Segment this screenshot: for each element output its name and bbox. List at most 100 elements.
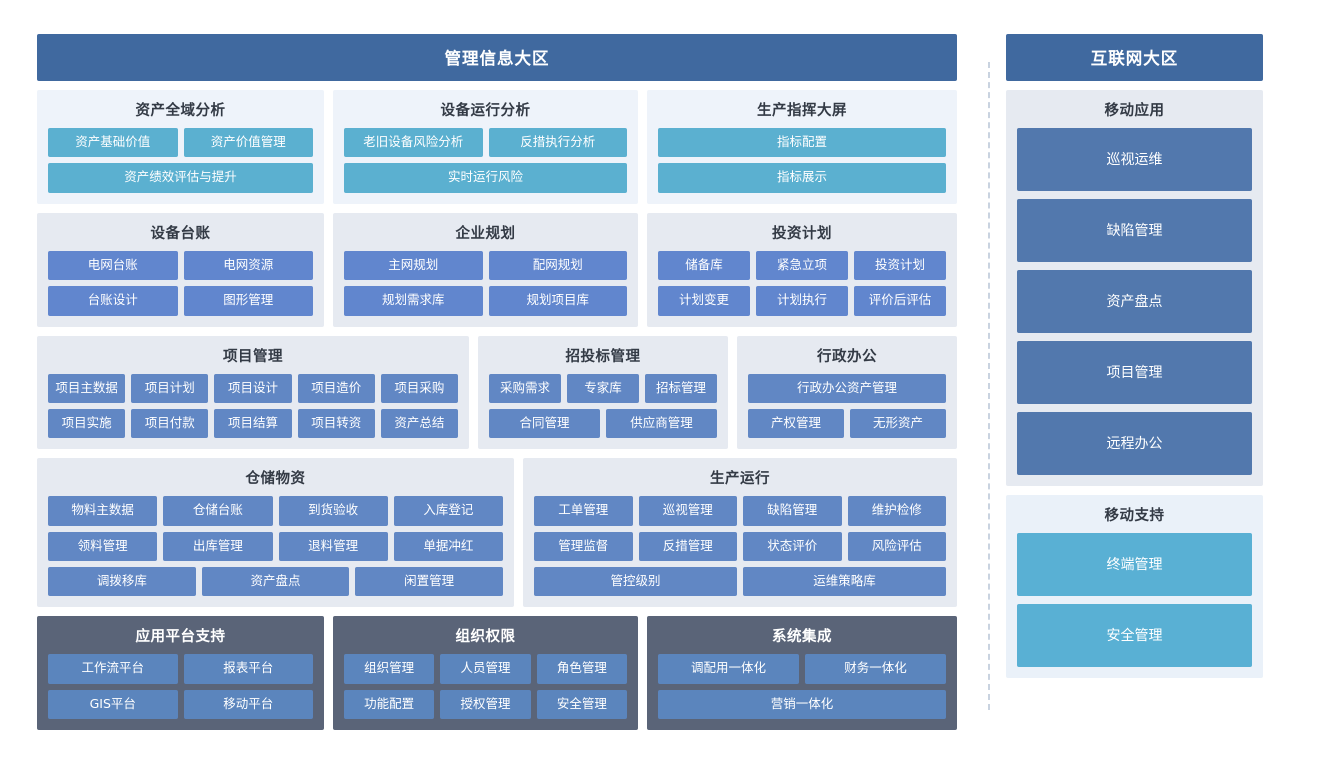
button-人员管理[interactable]: 人员管理 <box>440 654 531 684</box>
button-授权管理[interactable]: 授权管理 <box>440 689 531 720</box>
panel-row-1: 资产全域分析资产基础价值资产价值管理资产绩效评估与提升设备运行分析老旧设备风险分… <box>37 90 957 204</box>
button-项目造价[interactable]: 项目造价 <box>297 373 375 403</box>
management-zone-rows: 资产全域分析资产基础价值资产价值管理资产绩效评估与提升设备运行分析老旧设备风险分… <box>37 90 957 731</box>
button-项目采购[interactable]: 项目采购 <box>380 373 459 403</box>
button-供应商管理[interactable]: 供应商管理 <box>606 408 717 439</box>
button-管控级别[interactable]: 管控级别 <box>534 567 737 597</box>
button-入库登记[interactable]: 入库登记 <box>393 496 503 526</box>
button-台账设计[interactable]: 台账设计 <box>48 286 178 316</box>
button-巡视运维[interactable]: 巡视运维 <box>1017 128 1252 191</box>
button-招标管理[interactable]: 招标管理 <box>645 373 717 403</box>
button-运维策略库[interactable]: 运维策略库 <box>743 567 946 597</box>
button-row-1: 老旧设备风险分析反措执行分析 <box>344 128 627 158</box>
button-项目计划[interactable]: 项目计划 <box>131 373 209 403</box>
button-到货验收[interactable]: 到货验收 <box>278 496 388 526</box>
button-评价后评估[interactable]: 评价后评估 <box>854 286 946 316</box>
button-调配用一体化[interactable]: 调配用一体化 <box>658 654 799 684</box>
button-出库管理[interactable]: 出库管理 <box>163 531 273 561</box>
button-营销一体化[interactable]: 营销一体化 <box>658 689 946 720</box>
button-产权管理[interactable]: 产权管理 <box>748 408 844 439</box>
button-row-1: 组织管理人员管理角色管理 <box>344 654 627 684</box>
button-实时运行风险[interactable]: 实时运行风险 <box>344 163 627 193</box>
button-指标配置[interactable]: 指标配置 <box>658 128 946 158</box>
panel-asset-global-analysis: 资产全域分析资产基础价值资产价值管理资产绩效评估与提升 <box>37 90 324 204</box>
button-row-2: 计划变更计划执行评价后评估 <box>658 286 946 316</box>
button-row-1: 项目主数据项目计划项目设计项目造价项目采购 <box>48 373 459 403</box>
button-计划执行[interactable]: 计划执行 <box>756 286 848 316</box>
button-老旧设备风险分析[interactable]: 老旧设备风险分析 <box>344 128 483 158</box>
button-项目管理[interactable]: 项目管理 <box>1017 341 1252 404</box>
button-资产价值管理[interactable]: 资产价值管理 <box>183 128 313 158</box>
button-角色管理[interactable]: 角色管理 <box>536 654 627 684</box>
button-规划项目库[interactable]: 规划项目库 <box>488 286 627 316</box>
panel-title-organization-permission: 组织权限 <box>455 629 516 646</box>
button-配网规划[interactable]: 配网规划 <box>488 250 627 281</box>
button-电网台账[interactable]: 电网台账 <box>48 250 178 281</box>
button-主网规划[interactable]: 主网规划 <box>344 250 483 281</box>
button-资产盘点[interactable]: 资产盘点 <box>201 567 350 597</box>
button-物料主数据[interactable]: 物料主数据 <box>48 496 158 526</box>
button-指标展示[interactable]: 指标展示 <box>658 163 946 193</box>
button-项目付款[interactable]: 项目付款 <box>131 408 209 439</box>
panel-title-production-command-screen: 生产指挥大屏 <box>757 103 847 119</box>
button-缺陷管理[interactable]: 缺陷管理 <box>1017 199 1252 262</box>
button-资产盘点[interactable]: 资产盘点 <box>1017 270 1252 333</box>
button-风险评估[interactable]: 风险评估 <box>847 531 946 561</box>
button-项目主数据[interactable]: 项目主数据 <box>48 373 126 403</box>
button-报表平台[interactable]: 报表平台 <box>183 654 313 684</box>
button-闲置管理[interactable]: 闲置管理 <box>355 567 504 597</box>
button-反措管理[interactable]: 反措管理 <box>638 531 737 561</box>
button-工单管理[interactable]: 工单管理 <box>534 496 633 526</box>
button-row-1: 资产基础价值资产价值管理 <box>48 128 313 158</box>
button-领料管理[interactable]: 领料管理 <box>48 531 158 561</box>
button-退料管理[interactable]: 退料管理 <box>278 531 388 561</box>
button-规划需求库[interactable]: 规划需求库 <box>344 286 483 316</box>
button-紧急立项[interactable]: 紧急立项 <box>756 250 848 281</box>
button-状态评价[interactable]: 状态评价 <box>743 531 842 561</box>
button-工作流平台[interactable]: 工作流平台 <box>48 654 178 684</box>
button-维护检修[interactable]: 维护检修 <box>847 496 946 526</box>
button-项目结算[interactable]: 项目结算 <box>214 408 292 439</box>
panel-title-project-management: 项目管理 <box>223 348 283 365</box>
button-电网资源[interactable]: 电网资源 <box>183 250 313 281</box>
button-资产总结[interactable]: 资产总结 <box>380 408 459 439</box>
button-储备库[interactable]: 储备库 <box>658 250 750 281</box>
panel-row-3: 项目管理项目主数据项目计划项目设计项目造价项目采购项目实施项目付款项目结算项目转… <box>37 335 957 450</box>
button-资产绩效评估与提升[interactable]: 资产绩效评估与提升 <box>48 163 313 193</box>
button-功能配置[interactable]: 功能配置 <box>344 689 435 720</box>
button-项目转资[interactable]: 项目转资 <box>297 408 375 439</box>
button-管理监督[interactable]: 管理监督 <box>534 531 633 561</box>
button-GIS平台[interactable]: GIS平台 <box>48 689 178 720</box>
button-合同管理[interactable]: 合同管理 <box>489 408 600 439</box>
button-图形管理[interactable]: 图形管理 <box>183 286 313 316</box>
panel-administrative-office: 行政办公行政办公资产管理产权管理无形资产 <box>737 335 957 450</box>
panel-mobile-support: 移动支持终端管理安全管理 <box>1006 495 1263 678</box>
button-调拨移库[interactable]: 调拨移库 <box>48 567 196 597</box>
button-远程办公[interactable]: 远程办公 <box>1017 412 1252 475</box>
button-row-1: 储备库紧急立项投资计划 <box>658 250 946 281</box>
button-无形资产[interactable]: 无形资产 <box>850 408 946 439</box>
button-采购需求[interactable]: 采购需求 <box>489 373 561 403</box>
button-计划变更[interactable]: 计划变更 <box>658 286 750 316</box>
button-资产基础价值[interactable]: 资产基础价值 <box>48 128 178 158</box>
button-组织管理[interactable]: 组织管理 <box>344 654 435 684</box>
panel-warehouse-materials: 仓储物资物料主数据仓储台账到货验收入库登记领料管理出库管理退料管理单据冲红调拨移… <box>37 458 514 608</box>
button-专家库[interactable]: 专家库 <box>567 373 639 403</box>
button-反措执行分析[interactable]: 反措执行分析 <box>488 128 627 158</box>
button-行政办公资产管理[interactable]: 行政办公资产管理 <box>748 373 946 403</box>
button-移动平台[interactable]: 移动平台 <box>183 689 313 720</box>
button-投资计划[interactable]: 投资计划 <box>854 250 946 281</box>
button-项目实施[interactable]: 项目实施 <box>48 408 126 439</box>
button-巡视管理[interactable]: 巡视管理 <box>638 496 737 526</box>
button-项目设计[interactable]: 项目设计 <box>214 373 292 403</box>
button-仓储台账[interactable]: 仓储台账 <box>163 496 273 526</box>
button-安全管理[interactable]: 安全管理 <box>536 689 627 720</box>
button-row-2: 资产绩效评估与提升 <box>48 163 313 193</box>
button-缺陷管理[interactable]: 缺陷管理 <box>743 496 842 526</box>
panel-mobile-application: 移动应用巡视运维缺陷管理资产盘点项目管理远程办公 <box>1006 90 1263 486</box>
button-单据冲红[interactable]: 单据冲红 <box>393 531 503 561</box>
button-终端管理[interactable]: 终端管理 <box>1017 533 1252 596</box>
panel-organization-permission: 组织权限组织管理人员管理角色管理功能配置授权管理安全管理 <box>333 616 638 731</box>
button-财务一体化[interactable]: 财务一体化 <box>805 654 946 684</box>
button-安全管理[interactable]: 安全管理 <box>1017 604 1252 667</box>
